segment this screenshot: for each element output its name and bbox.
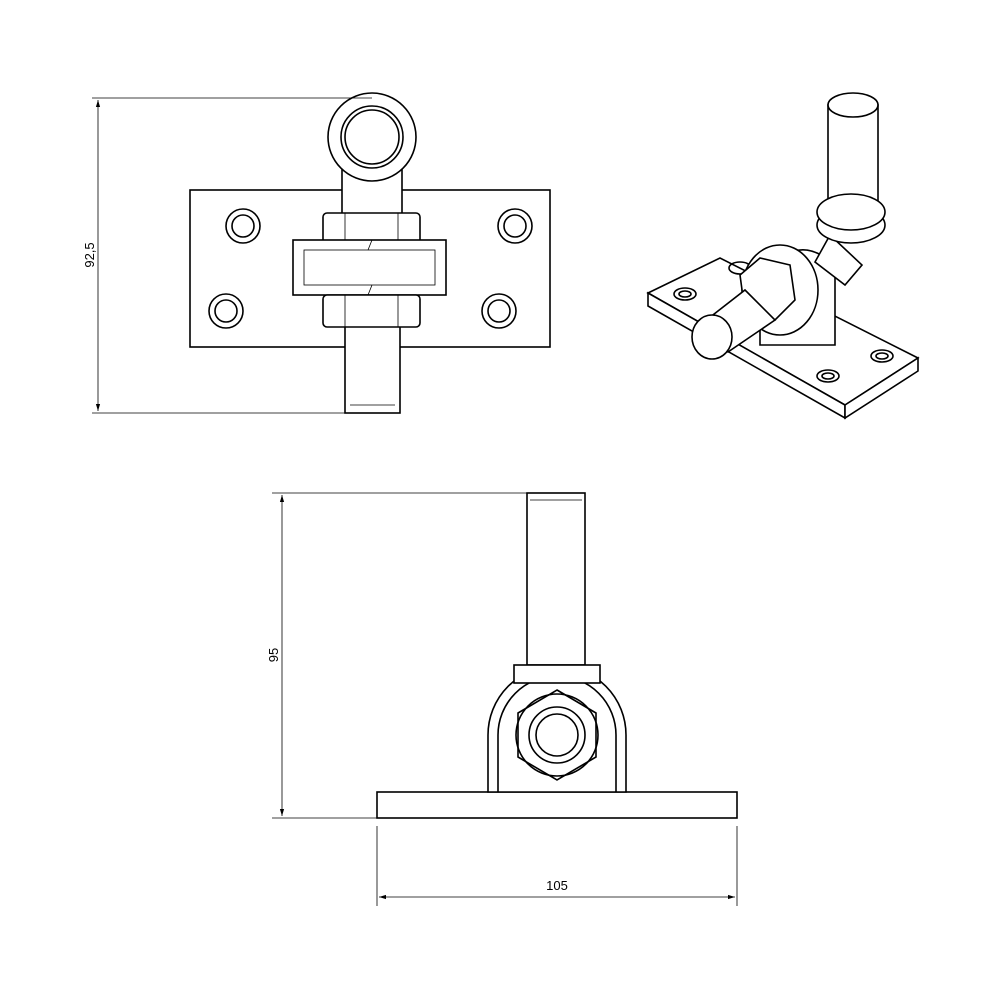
top-view: [189, 92, 551, 414]
iso-pin: [827, 104, 879, 206]
dimension-label-105: 105: [546, 878, 568, 893]
dimension-label-95: 95: [266, 648, 281, 662]
eye-inner: [340, 105, 404, 169]
dimension-width-front: 105: [376, 826, 738, 906]
lower-nut: [322, 294, 421, 328]
mounting-holes: [208, 208, 533, 329]
iso-collar: [816, 193, 886, 231]
clamp-block: [292, 239, 447, 296]
dimension-height-top: 92,5: [82, 97, 372, 414]
pin-shank: [344, 319, 401, 414]
dimension-height-front: 95: [266, 492, 527, 819]
front-pin: [526, 492, 586, 666]
front-view: [376, 492, 738, 819]
front-base-plate: [376, 791, 738, 819]
dimension-label-92-5: 92,5: [82, 242, 97, 267]
isometric-view: [646, 92, 920, 420]
